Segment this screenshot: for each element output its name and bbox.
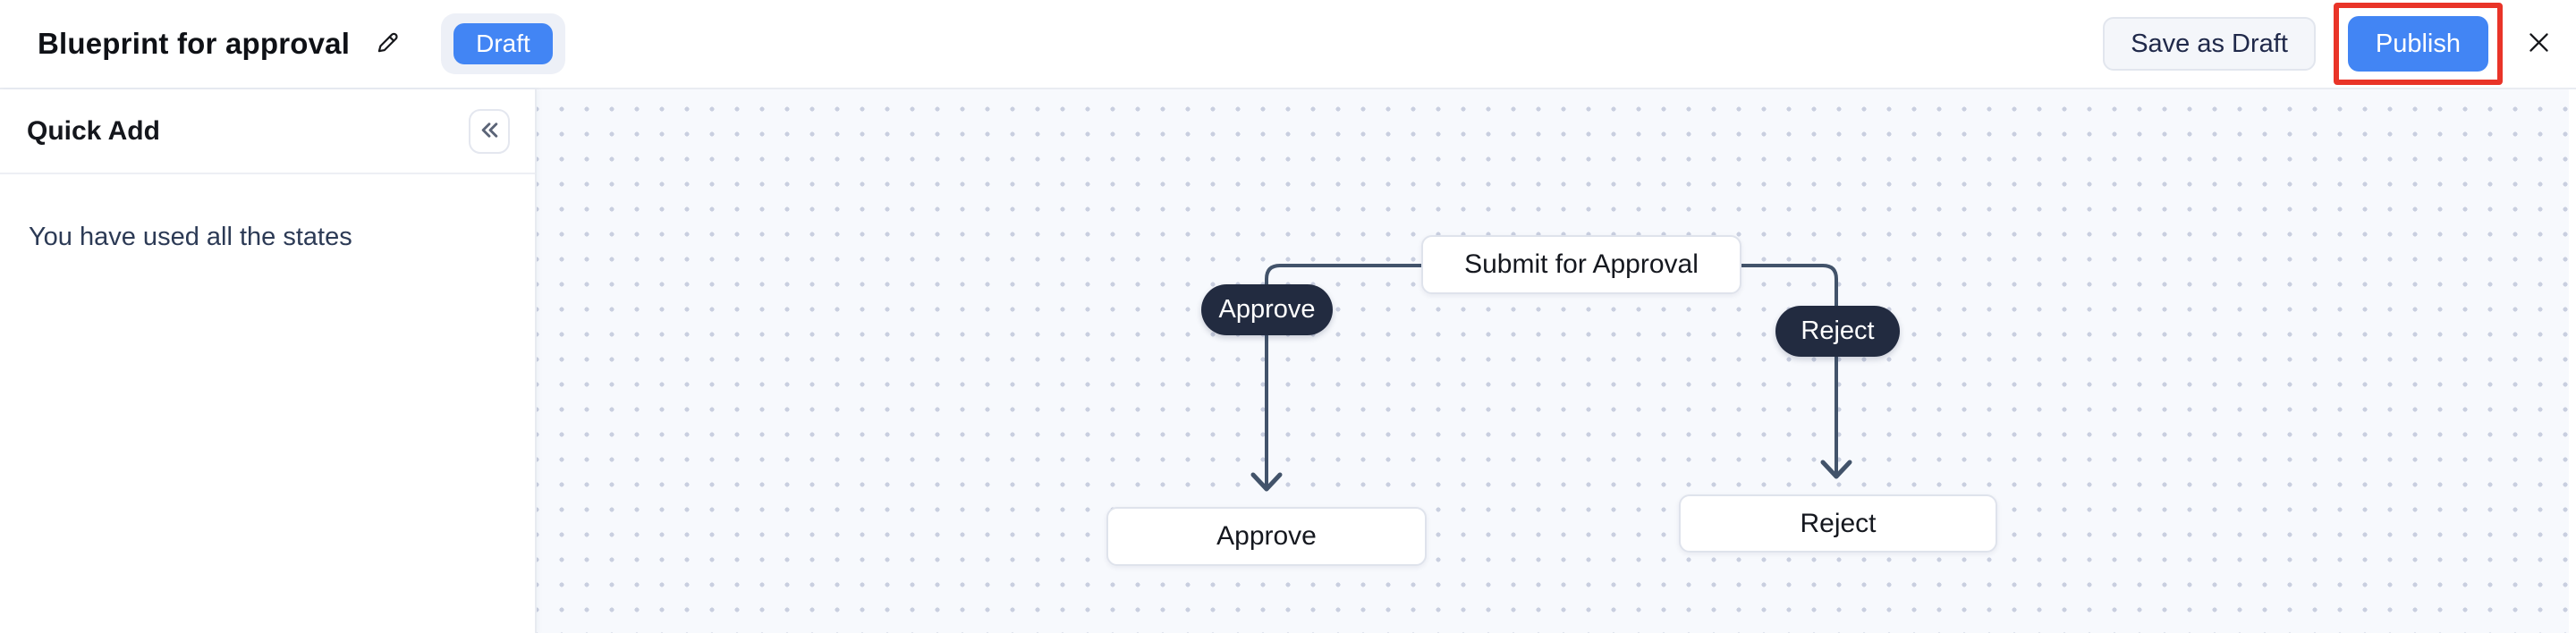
collapse-sidebar-icon — [478, 118, 502, 145]
top-bar-actions: Save as Draft Publish — [2103, 3, 2558, 85]
connector-approve — [1250, 264, 1423, 492]
close-button[interactable] — [2519, 24, 2558, 63]
page-title: Blueprint for approval — [38, 26, 351, 60]
flow-node-approve[interactable]: Approve — [1106, 507, 1427, 566]
status-badge-container: Draft — [441, 13, 565, 75]
status-badge: Draft — [453, 22, 553, 65]
close-icon — [2525, 29, 2553, 59]
quick-add-sidebar: Quick Add You have used all the states — [0, 89, 537, 633]
collapse-sidebar-button[interactable] — [469, 108, 510, 154]
blueprint-canvas[interactable]: Submit for Approval Approve Reject Appro… — [537, 89, 2576, 633]
sidebar-header: Quick Add — [0, 89, 535, 174]
flow-transition-approve[interactable]: Approve — [1201, 284, 1333, 335]
pencil-icon — [373, 28, 402, 60]
top-bar: Blueprint for approval Draft Save as Dra… — [0, 0, 2576, 89]
main-area: Quick Add You have used all the states — [0, 89, 2576, 633]
publish-button[interactable]: Publish — [2347, 16, 2488, 72]
flow-transition-reject[interactable]: Reject — [1775, 306, 1900, 357]
arrowhead-reject — [1820, 460, 1852, 479]
arrowhead-approve — [1250, 472, 1283, 492]
flow-connectors — [1250, 264, 1852, 492]
flow-node-submit-for-approval[interactable]: Submit for Approval — [1421, 235, 1741, 294]
edit-title-button[interactable] — [369, 26, 405, 62]
sidebar-title: Quick Add — [27, 115, 160, 146]
empty-states-message: You have used all the states — [29, 223, 352, 251]
save-as-draft-button[interactable]: Save as Draft — [2103, 17, 2316, 71]
flow-node-reject[interactable]: Reject — [1679, 494, 1997, 553]
publish-highlight-annotation: Publish — [2333, 3, 2503, 85]
sidebar-body: You have used all the states — [0, 174, 535, 300]
canvas-scrollbar-gutter[interactable] — [2569, 89, 2576, 633]
connector-reject — [1740, 264, 1852, 479]
top-bar-left: Blueprint for approval Draft — [38, 13, 565, 75]
